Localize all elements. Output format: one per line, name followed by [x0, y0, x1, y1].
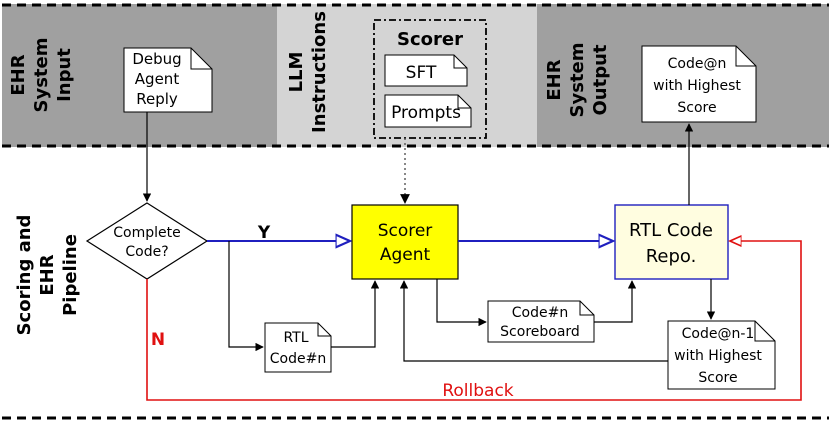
edge-no-label: N [151, 330, 165, 350]
svg-text:Code#n: Code#n [512, 305, 568, 321]
svg-text:Scorer: Scorer [397, 29, 463, 50]
lane-label-input-3: Input [54, 48, 75, 102]
svg-text:Reply: Reply [136, 90, 178, 108]
lane-label-pipeline: Scoring and [14, 215, 35, 336]
svg-text:Repo.: Repo. [646, 246, 697, 267]
svg-text:System: System [31, 38, 52, 113]
svg-text:Code@n-1: Code@n-1 [682, 326, 755, 342]
edge-scorer-to-scoreboard [436, 279, 487, 327]
svg-text:Complete: Complete [113, 225, 180, 241]
svg-text:with Highest: with Highest [674, 348, 762, 364]
svg-text:Code@n: Code@n [668, 56, 727, 72]
lane-label-pipeline-3: Pipeline [60, 234, 81, 316]
doc-code-prev-highest: Code@n-1 with Highest Score [667, 320, 776, 390]
svg-text:Prompts: Prompts [391, 103, 461, 123]
doc-code-highest-score: Code@n with Highest Score [641, 45, 757, 123]
edge-rollback-label: Rollback [442, 381, 513, 401]
doc-scoreboard: Code#n Scoreboard [487, 300, 595, 343]
svg-text:Agent: Agent [135, 70, 180, 88]
svg-text:Scoring and: Scoring and [14, 215, 35, 336]
svg-text:LLM: LLM [286, 52, 307, 93]
svg-text:Code#n: Code#n [270, 351, 326, 367]
svg-text:Instructions: Instructions [309, 11, 330, 133]
svg-text:SFT: SFT [406, 63, 437, 83]
doc-prompts: Prompts [384, 94, 472, 128]
edge-decision-to-rtl-doc [228, 241, 264, 352]
svg-text:Score: Score [677, 100, 716, 116]
scorer-agent-box: Scorer Agent [351, 204, 459, 280]
svg-text:Scorer: Scorer [378, 221, 433, 241]
lane-label-output-3: Output [590, 44, 611, 115]
svg-text:Scoreboard: Scoreboard [500, 324, 580, 340]
svg-text:EHR: EHR [8, 54, 29, 95]
lane-label-input: EHR [8, 54, 29, 95]
svg-text:Agent: Agent [380, 245, 431, 265]
svg-text:EHR: EHR [544, 59, 565, 100]
rtl-code-repo-box: RTL Code Repo. [614, 204, 729, 280]
svg-text:Output: Output [590, 44, 611, 115]
doc-sft: SFT [384, 54, 468, 87]
svg-text:RTL: RTL [283, 330, 308, 346]
lane-label-instructions-2: Instructions [309, 11, 330, 133]
svg-text:EHR: EHR [37, 254, 58, 295]
lane-label-output: EHR [544, 59, 565, 100]
edge-rtl-doc-to-scorer [331, 280, 380, 348]
edge-prev-doc-to-scorer [399, 280, 668, 362]
doc-debug-agent-reply: Debug Agent Reply [123, 47, 213, 113]
svg-text:Input: Input [54, 48, 75, 102]
edge-scoreboard-to-repo [594, 280, 637, 323]
lane-label-pipeline-2: EHR [37, 254, 58, 295]
edge-no-rollback [146, 241, 802, 401]
svg-text:with Highest: with Highest [653, 78, 741, 94]
decision-complete-code: Complete Code? [85, 202, 209, 280]
scorer-instruction-group: Scorer [373, 19, 487, 139]
svg-text:Debug: Debug [132, 50, 181, 68]
lane-label-instructions: LLM [286, 52, 307, 93]
edge-yes-label: Y [257, 223, 271, 243]
svg-text:Code?: Code? [125, 244, 168, 260]
svg-text:System: System [567, 43, 588, 118]
svg-text:Score: Score [698, 370, 737, 386]
svg-text:RTL Code: RTL Code [629, 220, 713, 241]
doc-rtl-code: RTL Code#n [264, 322, 332, 373]
svg-text:Pipeline: Pipeline [60, 234, 81, 316]
lane-label-output-2: System [567, 43, 588, 118]
lane-label-input-2: System [31, 38, 52, 113]
